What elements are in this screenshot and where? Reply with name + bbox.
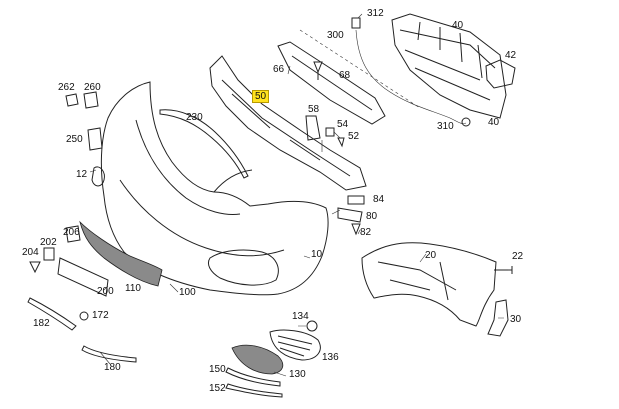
label-30[interactable]: 30	[510, 314, 522, 325]
strip-part-66	[277, 41, 386, 125]
label-10[interactable]: 10	[311, 249, 323, 260]
grille-part-110	[79, 220, 163, 287]
bracket-part-58	[305, 115, 321, 141]
bracket-part-42	[485, 59, 516, 89]
label-20[interactable]: 20	[425, 250, 437, 261]
bracket-part-30	[487, 299, 509, 337]
clip-part-262	[65, 93, 79, 107]
clip-part-134	[306, 320, 318, 332]
clip-part-84	[347, 195, 365, 205]
screw-part-68	[313, 61, 323, 80]
trim-part-150	[225, 367, 281, 387]
label-12[interactable]: 12	[76, 169, 88, 180]
label-250[interactable]: 250	[66, 134, 83, 145]
sensor-part-310	[461, 117, 471, 127]
edge-line	[299, 29, 421, 109]
frame-part-136	[269, 329, 321, 361]
label-68[interactable]: 68	[339, 70, 351, 81]
label-54[interactable]: 54	[337, 119, 349, 130]
label-136[interactable]: 136	[322, 352, 339, 363]
label-152[interactable]: 152	[209, 383, 226, 394]
label-50-highlighted[interactable]: 50	[252, 90, 270, 103]
label-262[interactable]: 262	[58, 82, 75, 93]
clip-part-312	[351, 17, 361, 29]
leader-lines	[89, 13, 512, 377]
label-22[interactable]: 22	[512, 251, 524, 262]
label-84[interactable]: 84	[373, 194, 385, 205]
trim-part-182	[27, 297, 77, 331]
label-66[interactable]: 66	[273, 64, 285, 75]
label-180[interactable]: 180	[104, 362, 121, 373]
bumper-cover-part-10	[100, 81, 329, 296]
label-172[interactable]: 172	[92, 310, 109, 321]
grille-part-130	[231, 344, 284, 375]
cross-member-part-50	[209, 55, 367, 191]
label-300[interactable]: 300	[327, 30, 344, 41]
screw-part-52	[337, 137, 345, 148]
absorber-part-40	[391, 13, 507, 119]
label-312[interactable]: 312	[367, 8, 384, 19]
label-230[interactable]: 230	[186, 112, 203, 123]
label-260[interactable]: 260	[84, 82, 101, 93]
clip-part-206	[65, 225, 81, 243]
trim-part-230	[159, 109, 249, 179]
label-80[interactable]: 80	[366, 211, 378, 222]
label-310[interactable]: 310	[437, 121, 454, 132]
carrier-part-20	[361, 242, 497, 327]
cover-part-12	[91, 166, 105, 187]
label-82[interactable]: 82	[360, 227, 372, 238]
label-100[interactable]: 100	[179, 287, 196, 298]
trim-part-180	[81, 345, 137, 363]
label-58[interactable]: 58	[308, 104, 320, 115]
label-206[interactable]: 206	[63, 227, 80, 238]
clip-part-202	[43, 247, 55, 261]
label-110[interactable]: 110	[125, 283, 141, 294]
bracket-part-80	[337, 207, 363, 223]
label-134[interactable]: 134	[292, 311, 309, 322]
trim-part-152	[225, 383, 283, 398]
clip-part-260	[83, 91, 99, 109]
frame-part-136-inner	[277, 335, 313, 357]
label-150[interactable]: 150	[209, 364, 226, 375]
label-40[interactable]: 40	[452, 20, 464, 31]
clip-part-172	[79, 311, 89, 321]
screw-part-204	[29, 261, 41, 274]
label-42[interactable]: 42	[505, 50, 517, 61]
label-200[interactable]: 200	[97, 286, 114, 297]
label-40[interactable]: 40	[488, 117, 500, 128]
nut-part-54	[325, 127, 335, 137]
label-182[interactable]: 182	[33, 318, 50, 329]
label-52[interactable]: 52	[348, 131, 360, 142]
label-130[interactable]: 130	[289, 369, 306, 380]
bracket-part-250	[87, 127, 103, 151]
label-202[interactable]: 202	[40, 237, 57, 248]
screw-part-82	[351, 223, 361, 236]
plate-part-200	[57, 257, 109, 297]
label-204[interactable]: 204	[22, 247, 39, 258]
